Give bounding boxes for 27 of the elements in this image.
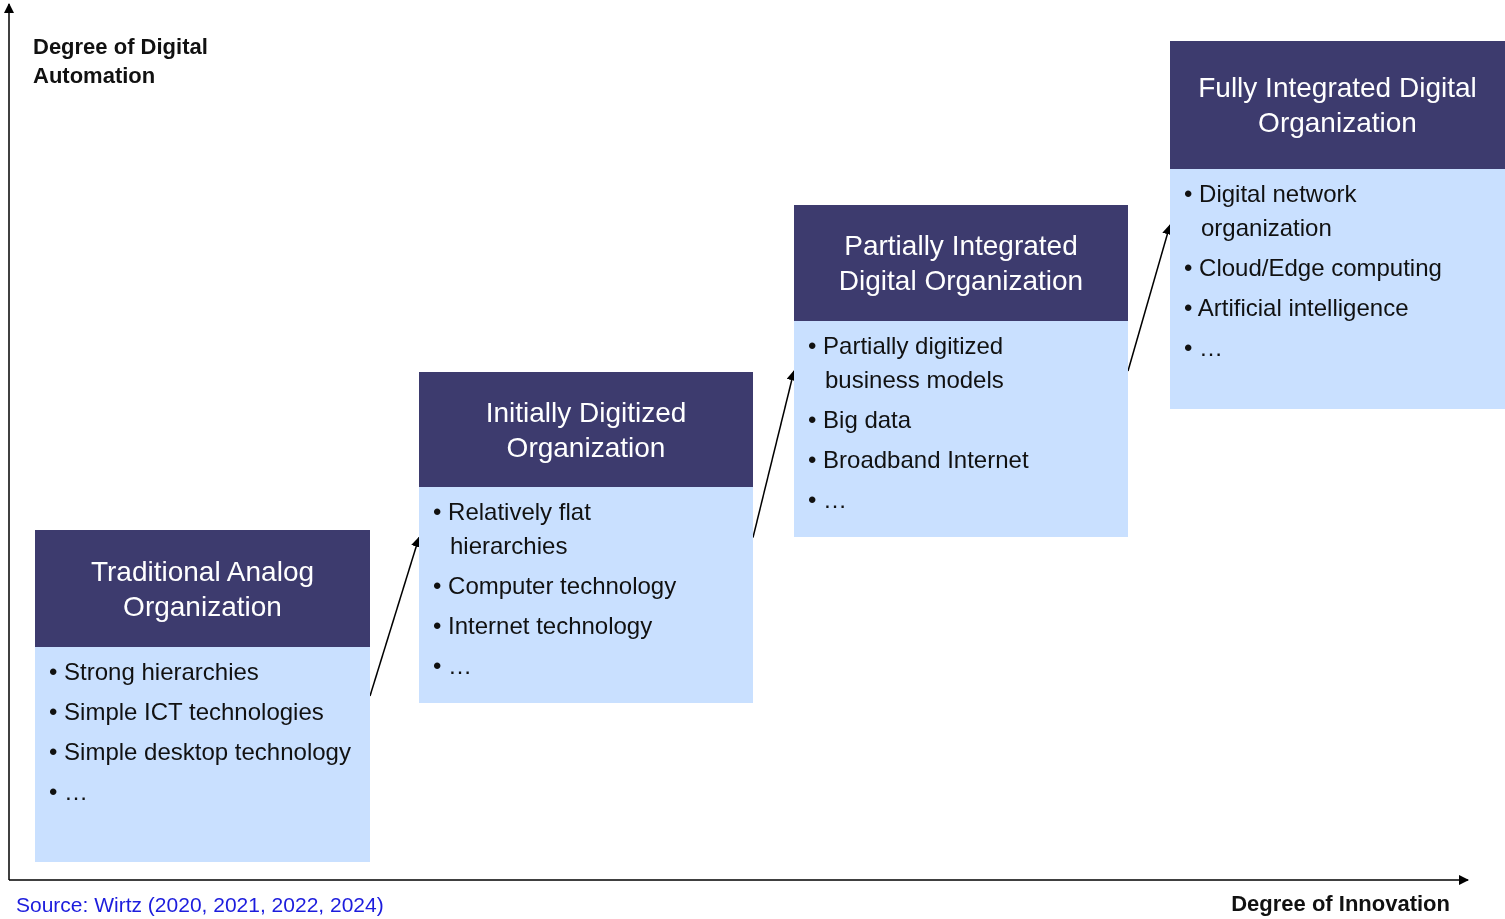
bullet-item: • … <box>808 485 849 516</box>
bullet-item: • Strong hierarchies <box>49 657 260 687</box>
stage-title: Traditional Analog Organization <box>35 530 370 647</box>
bullet-item: • Big data <box>808 405 913 436</box>
bullet-item: • Partially digitized business models <box>808 331 1005 396</box>
bullet-item: • Artificial intelligence <box>1184 293 1410 324</box>
bullet-item: • Digital network organization <box>1184 179 1358 244</box>
stage-card <box>419 372 753 703</box>
bullet-item: • Internet technology <box>433 611 654 642</box>
bullet-item: • Relatively flat hierarchies <box>433 497 592 562</box>
axis-label: Degree of Digital Automation <box>33 33 209 90</box>
source-note: Source: Wirtz (2020, 2021, 2022, 2024) <box>16 893 384 917</box>
bullet-item: • Cloud/Edge computing <box>1184 253 1443 284</box>
stage-card <box>794 205 1128 537</box>
bullet-item: • Broadband Internet <box>808 445 1030 476</box>
stage-title: Fully Integrated Digital Organization <box>1170 41 1505 169</box>
bullet-item: • … <box>433 651 474 682</box>
bullet-item: • … <box>1184 333 1225 364</box>
stage-title: Partially Integrated Digital Organization <box>794 205 1128 321</box>
stage-card <box>35 530 370 862</box>
stage-title: Initially Digitized Organization <box>419 372 753 487</box>
stage-card <box>1170 41 1505 409</box>
bullet-item: • Simple desktop technology <box>49 737 352 768</box>
bullet-item: • … <box>49 777 90 808</box>
axis-label: Degree of Innovation <box>1230 890 1450 918</box>
bullet-item: • Simple ICT technologies <box>49 697 325 728</box>
bullet-item: • Computer technology <box>433 571 678 602</box>
